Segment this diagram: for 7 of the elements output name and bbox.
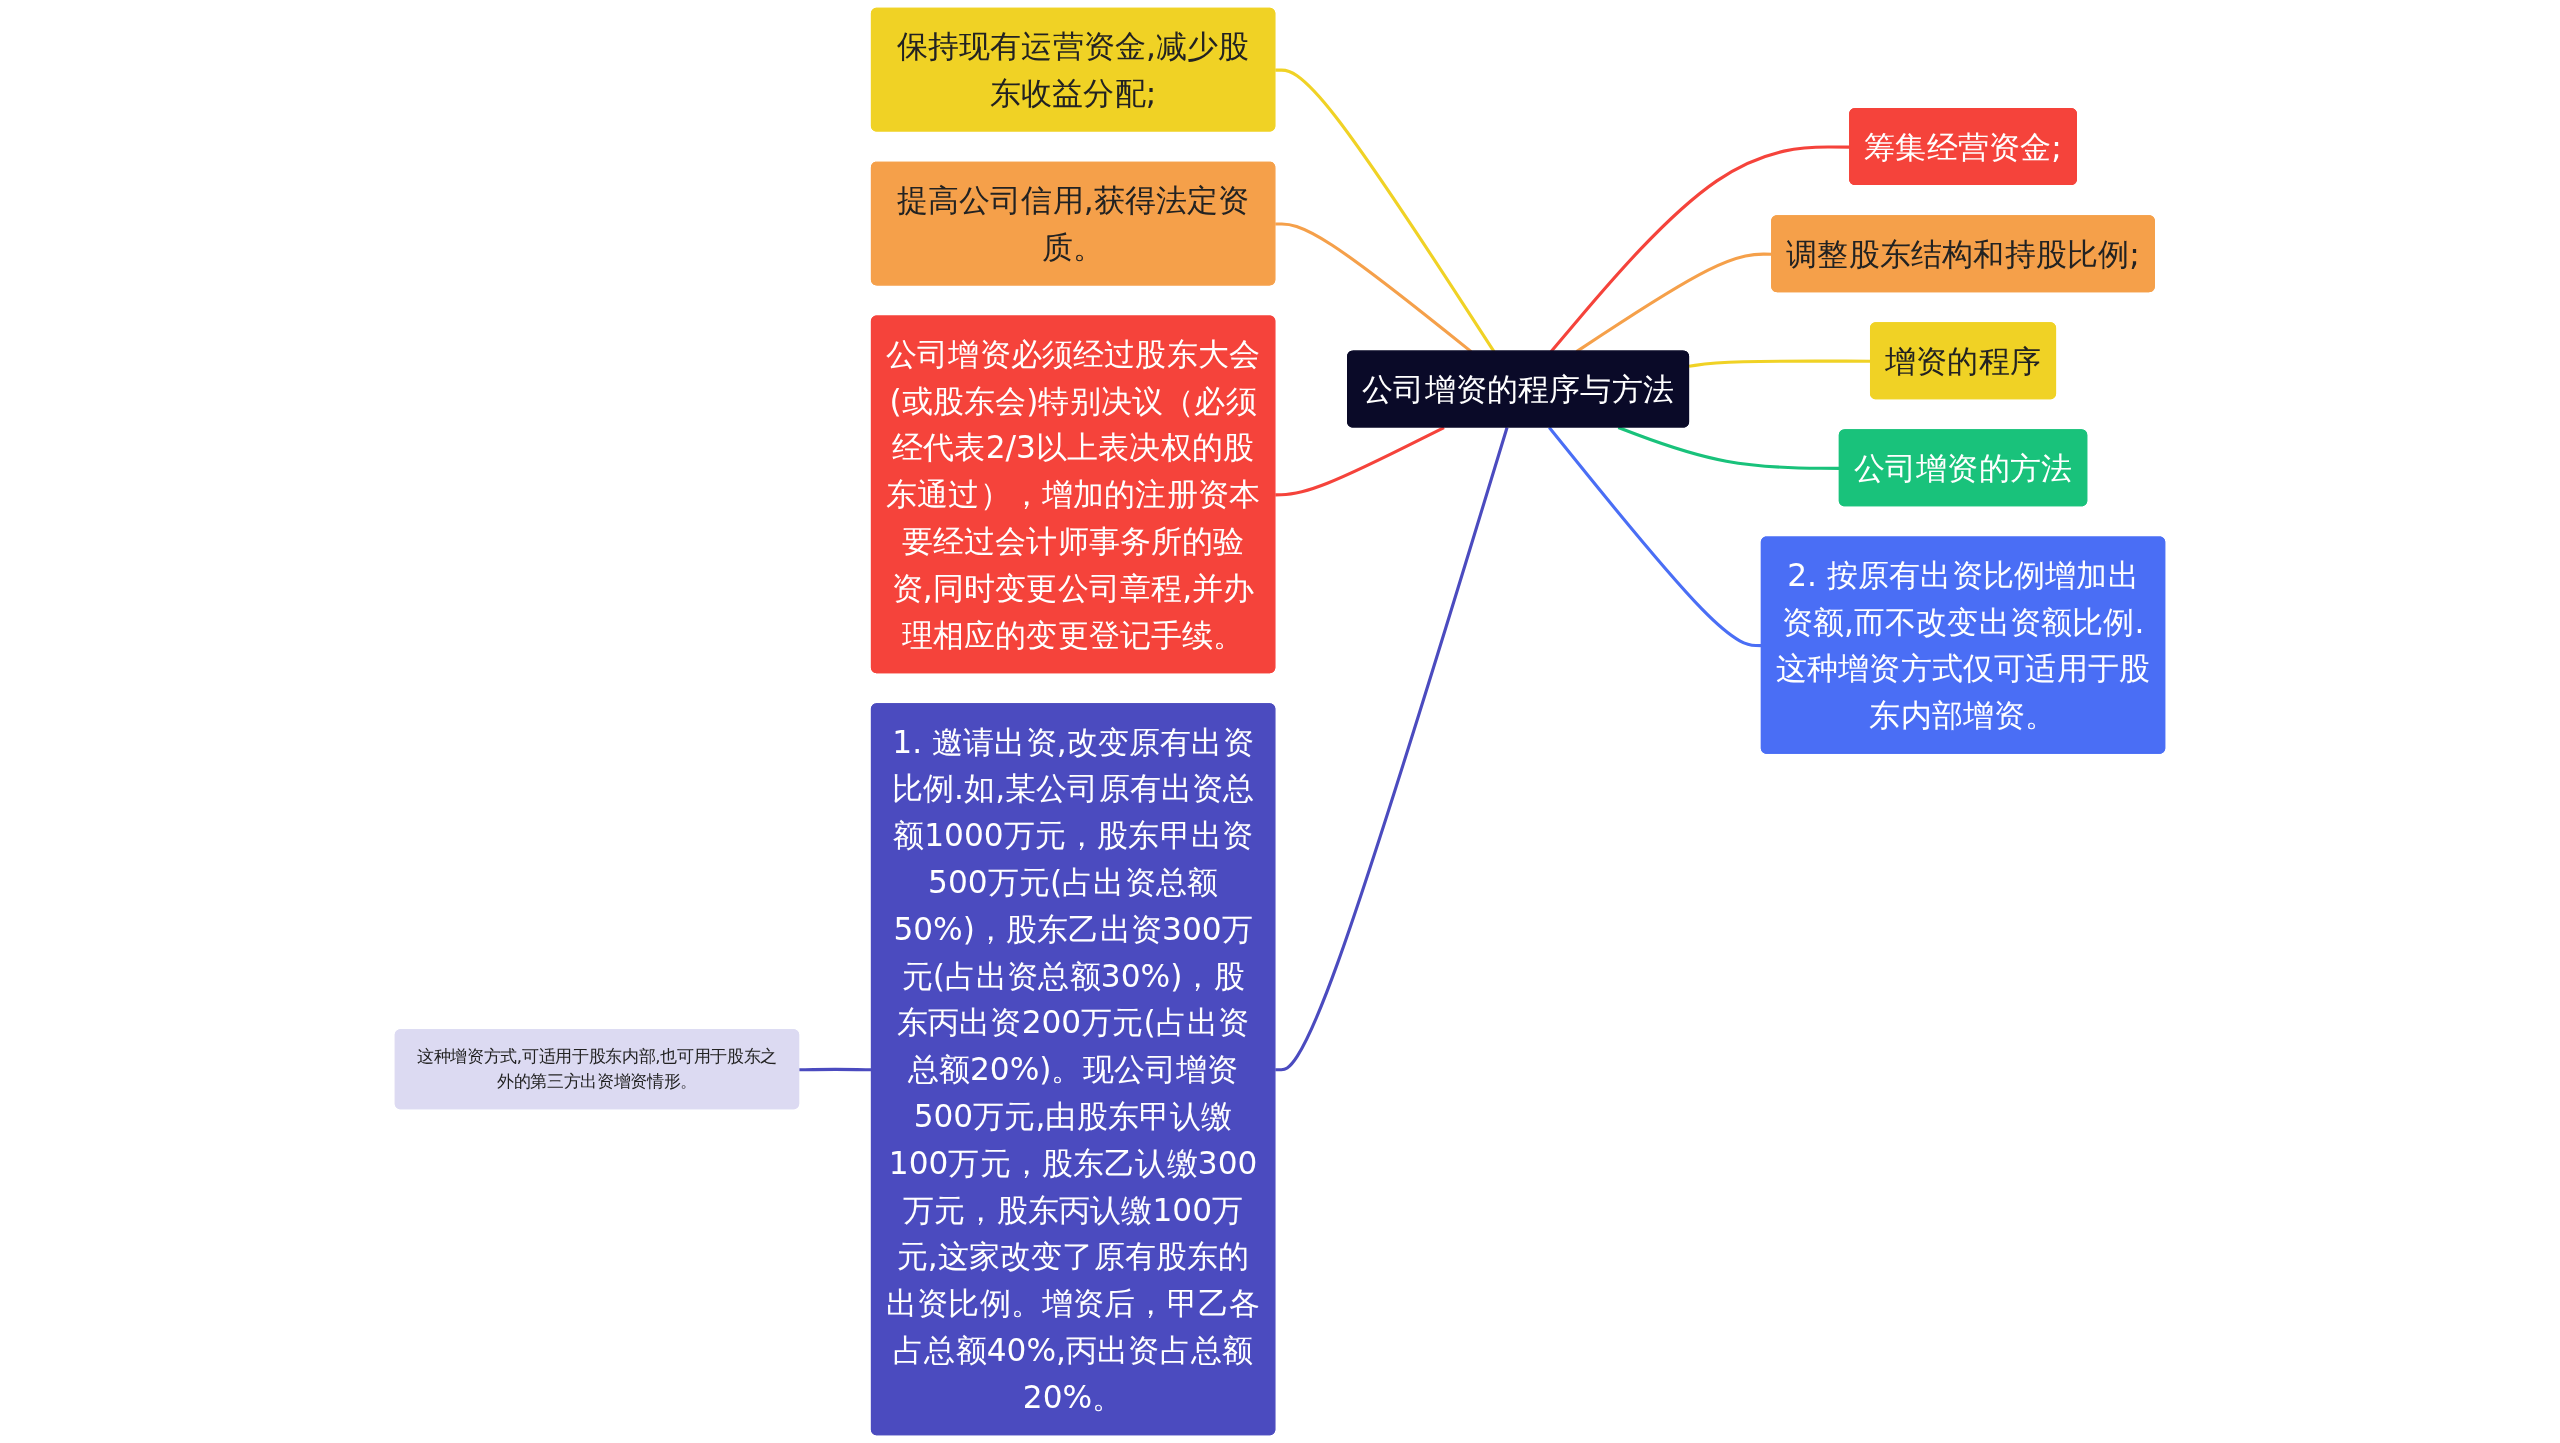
connector [1275, 427, 1509, 1072]
connector [1275, 222, 1473, 353]
connector [799, 1067, 872, 1072]
connector [1275, 426, 1445, 497]
connector [1548, 426, 1762, 648]
connector [1617, 426, 1840, 470]
connector [1275, 68, 1496, 353]
